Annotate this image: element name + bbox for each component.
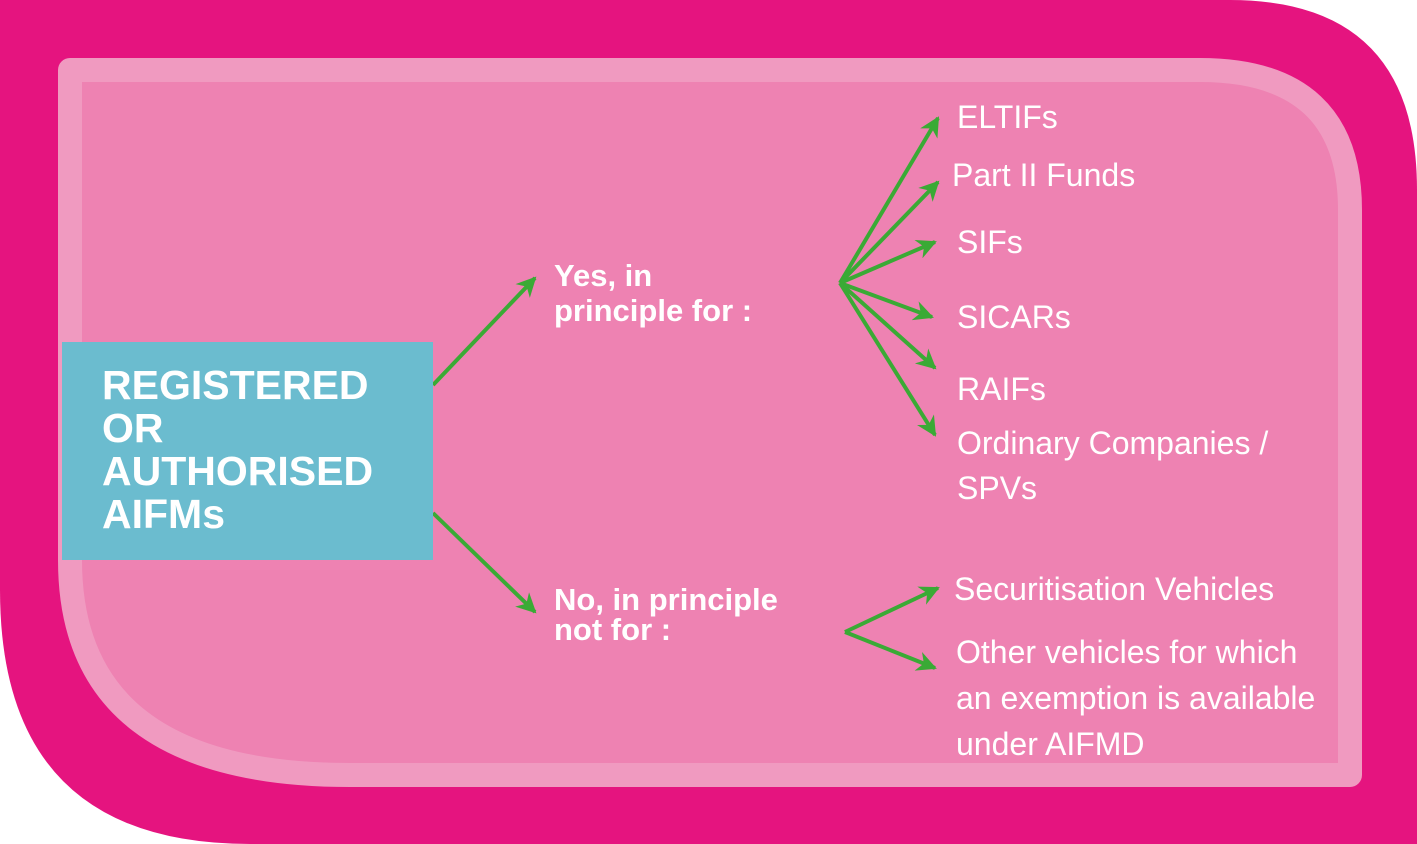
- item-other-vehicles: Other vehicles for which an exemption is…: [956, 629, 1315, 767]
- yes-label-line: principle for :: [554, 293, 753, 328]
- inner-panel: [58, 58, 1362, 787]
- item-raifs: RAIFs: [957, 371, 1046, 407]
- aifm-line: REGISTERED: [102, 362, 369, 408]
- item-securitisation: Securitisation Vehicles: [954, 571, 1275, 607]
- no-label-line: No, in principle: [554, 582, 778, 617]
- yes-label-line: Yes, in: [554, 258, 653, 293]
- item-eltifs: ELTIFs: [957, 99, 1058, 135]
- aifm-box: [62, 342, 433, 560]
- aifm-line: OR: [102, 405, 164, 451]
- item-part-ii-funds: Part II Funds: [952, 157, 1136, 193]
- item-line: Ordinary Companies /: [957, 425, 1269, 461]
- aifm-line: AUTHORISED: [102, 448, 374, 494]
- item-line: under AIFMD: [956, 726, 1145, 762]
- aifm-line: AIFMs: [102, 491, 225, 537]
- yes-label: Yes, in principle for :: [554, 258, 752, 328]
- item-line: Other vehicles for which: [956, 634, 1298, 670]
- item-line: an exemption is available: [956, 680, 1316, 716]
- item-line: SPVs: [957, 470, 1038, 506]
- item-sifs: SIFs: [957, 224, 1023, 260]
- arrows: [431, 116, 940, 671]
- aifm-label: REGISTERED OR AUTHORISED AIFMs: [102, 364, 373, 536]
- no-label: No, in principle not for :: [554, 582, 778, 647]
- item-ordinary-companies: Ordinary Companies / SPVs: [957, 421, 1268, 511]
- no-label-line: not for :: [554, 612, 672, 647]
- item-sicars: SICARs: [957, 299, 1071, 335]
